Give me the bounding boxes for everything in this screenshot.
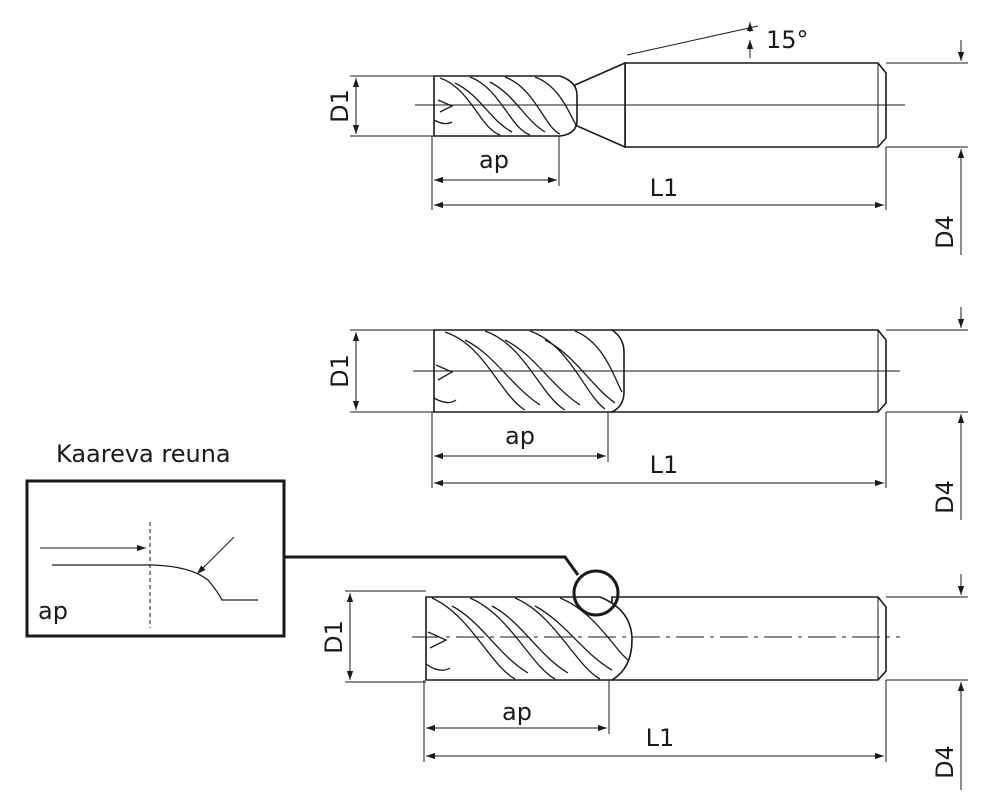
detail-title: Kaareva reuna: [56, 440, 231, 468]
angle-label: 15°: [766, 26, 809, 54]
tool-1-drawing: D1 ap L1 D4 15°: [326, 22, 968, 255]
tool-1-d1-label: D1: [326, 89, 354, 123]
tool-2-flutes: [433, 330, 623, 411]
tool-1-ap-label: ap: [479, 146, 509, 174]
detail-ap-label: ap: [38, 597, 68, 625]
tool-3-shank: [611, 596, 887, 681]
tool-2-ap-label: ap: [505, 422, 535, 450]
tool-1-l1-label: L1: [650, 174, 679, 202]
tool-3-d1-label: D1: [320, 620, 348, 654]
tool-3-flutes: [425, 597, 629, 680]
detail-edge-profile: [52, 564, 258, 601]
corner-radius-detail: Kaareva reuna ap: [25, 440, 580, 638]
tool-3-d4-label: D4: [931, 745, 959, 779]
detail-radius-arrow: [196, 536, 235, 575]
tool-1-angle-line: [626, 25, 759, 56]
tool-2-drawing: D1 ap L1 D4: [326, 307, 968, 520]
tool-3-ap-label: ap: [502, 698, 532, 726]
tool-1-d4-label: D4: [931, 215, 959, 249]
tool-2-l1-label: L1: [650, 451, 679, 479]
tool-3-drawing: D1 ap L1 D4: [320, 569, 968, 790]
corner-detail-marker: [572, 569, 620, 617]
tool-1-cutter-head: [433, 75, 578, 137]
tool-2-d1-label: D1: [326, 354, 354, 388]
tool-2-d4-label: D4: [931, 480, 959, 514]
detail-leader-line: [284, 555, 580, 576]
tool-3-l1-label: L1: [646, 724, 675, 752]
tool-1-flutes: [433, 76, 577, 136]
